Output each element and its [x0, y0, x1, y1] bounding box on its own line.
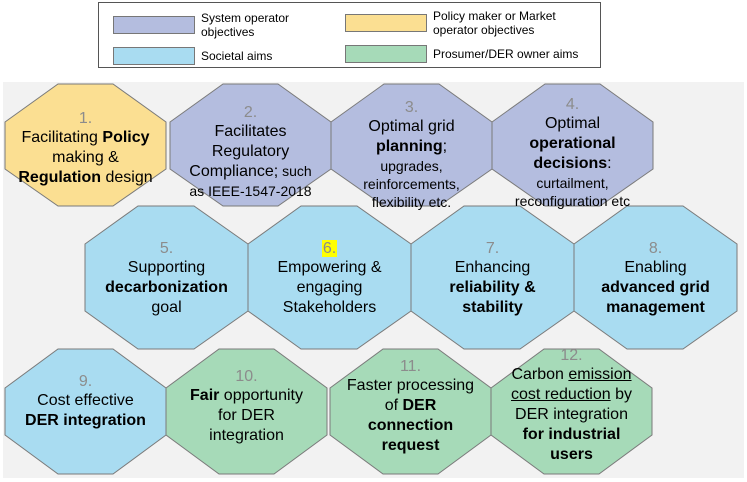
hex-8-text: 8. Enabling advanced grid management [574, 232, 737, 324]
hex-12-line-5: users [550, 445, 593, 463]
hex-4-number: 4. [565, 95, 580, 113]
hex-4-line-2: operational [529, 134, 616, 152]
hex-8-shape [573, 205, 738, 350]
legend-label-societal: Societal aims [201, 49, 273, 63]
legend-swatch-prosumer [345, 45, 427, 63]
hex-9-line-1: Cost effective [37, 391, 134, 409]
hex-2-line-1: Facilitates [214, 122, 287, 140]
hex-2-number: 2. [243, 103, 258, 121]
hex-1-text: 1. Facilitating Policy making & Regulati… [5, 96, 166, 200]
legend-label-policy-maker: Policy maker or Market operator objectiv… [433, 9, 556, 37]
hex-12-line-4: for industrial [522, 425, 621, 443]
hex-7-text: 7. Enhancing reliability & stability [411, 232, 574, 324]
hex-4-line-1: Optimal [544, 114, 601, 132]
hex-10-line-1: Fair opportunity [190, 386, 303, 404]
hex-6-number-highlight: 6. [321, 239, 338, 257]
hex-1-shape [4, 83, 167, 207]
hex-7-line-2: reliability & [449, 278, 536, 296]
legend-label-system-operator: System operator objectives [201, 11, 290, 39]
hex-3-line-5: flexibility etc. [371, 193, 452, 210]
hex-10-line-2: for DER [218, 406, 275, 424]
hex-3-number: 3. [404, 98, 419, 116]
hex-6-line-3: Stakeholders [282, 298, 377, 316]
hex-4-line-4: curtailment, [536, 174, 609, 191]
hex-12-shape [490, 348, 653, 475]
legend-item-policy-maker: Policy maker or Market operator objectiv… [345, 9, 595, 37]
hex-3-text: 3. Optimal grid planning; upgrades, rein… [331, 94, 492, 214]
hex-3-line-2: planning; [375, 137, 448, 155]
hex-8-line-1: Enabling [624, 258, 687, 276]
hex-5-number: 5. [159, 239, 174, 257]
hex-6-line-2: engaging [296, 278, 363, 296]
hex-2-text: 2. Facilitates Regulatory Compliance; su… [170, 96, 331, 206]
hex-8-number: 8. [648, 239, 663, 257]
legend-item-system-operator: System operator objectives [113, 11, 343, 39]
hex-1-line-3: Regulation design [18, 168, 153, 186]
hex-2-line-4: as IEEE-1547-2018 [189, 182, 312, 199]
hex-7-number: 7. [485, 239, 500, 257]
hex-5-line-3: goal [151, 298, 182, 316]
hex-11-line-4: request [381, 436, 440, 454]
hex-1-line-2: making & [52, 148, 119, 166]
hex-8-line-2: advanced grid [601, 278, 710, 296]
hex-12-text: 12. Carbon emission cost reduction by DE… [491, 342, 652, 468]
hex-5-line-1: Supporting [127, 258, 206, 276]
hex-11-line-1: Faster processing [346, 376, 475, 394]
hex-3-line-3: upgrades, [380, 157, 443, 174]
hex-10-line-3: integration [209, 426, 284, 444]
hex-12-line-2: cost reduction by [511, 385, 632, 403]
hex-10-number: 10. [235, 367, 258, 385]
hex-2-line-2: Regulatory [211, 142, 290, 160]
hex-5-text: 5. Supporting decarbonization goal [85, 232, 248, 324]
hex-4-line-3: decisions: [533, 154, 612, 172]
hex-5-line-2: decarbonization [105, 278, 228, 296]
legend: System operator objectives Policy maker … [98, 2, 601, 68]
hex-3-line-4: reinforcements, [363, 175, 460, 192]
hex-1-line-1: Facilitating Policy [21, 128, 150, 146]
hex-10-shape [165, 348, 328, 475]
hex-11-line-3: connection [367, 416, 454, 434]
hex-9-number: 9. [78, 372, 93, 390]
legend-swatch-system-operator [113, 16, 195, 34]
legend-swatch-societal [113, 47, 195, 65]
hex-6-text: 6. Empowering & engaging Stakeholders [248, 232, 411, 324]
hex-11-line-2: of DER [384, 396, 437, 414]
hex-4-line-5: reconfiguration etc [514, 192, 631, 209]
hex-1-number: 1. [78, 109, 93, 127]
legend-swatch-policy-maker [345, 14, 427, 32]
hex-4-text: 4. Optimal operational decisions: curtai… [492, 94, 653, 210]
hex-6-number: 6. [321, 239, 338, 258]
hex-3-line-1: Optimal grid [368, 117, 455, 135]
hex-11-text: 11. Faster processing of DER connection … [330, 352, 491, 460]
legend-item-prosumer: Prosumer/DER owner aims [345, 45, 578, 63]
hex-9-text: 9. Cost effective DER integration [5, 368, 166, 434]
hex-12-line-1: Carbon emission [511, 365, 632, 383]
hex-2-line-3: Compliance; such [189, 162, 312, 180]
hex-4-shape [491, 83, 654, 207]
hex-9-line-2: DER integration [25, 411, 146, 429]
hex-6-line-1: Empowering & [277, 258, 382, 276]
hex-11-number: 11. [399, 357, 422, 375]
hex-7-line-1: Enhancing [454, 258, 531, 276]
legend-item-societal: Societal aims [113, 47, 272, 65]
hex-8-line-3: management [606, 298, 705, 316]
hex-12-number: 12. [560, 346, 583, 364]
legend-label-prosumer: Prosumer/DER owner aims [433, 47, 579, 61]
hex-10-text: 10. Fair opportunity for DER integration [166, 362, 327, 450]
hex-12-line-3: DER integration [515, 405, 628, 423]
hex-7-line-3: stability [462, 298, 523, 316]
